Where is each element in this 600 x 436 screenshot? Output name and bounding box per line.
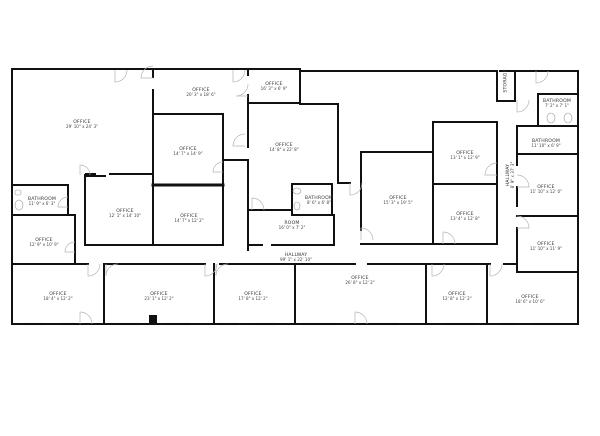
room-name: BATHROOM: [304, 196, 334, 202]
room-name: OFFICE: [150, 292, 168, 298]
room-name: OFFICE: [265, 82, 283, 88]
room-dimensions: 29' 10" x 24' 3": [66, 124, 98, 130]
room-dimensions: 16' 3" x 6' 9": [260, 86, 288, 92]
room-name: OFFICE: [73, 120, 91, 126]
room-dimensions: 8' 9" x 37' 3": [510, 161, 516, 189]
room-name: OFFICE: [192, 88, 210, 94]
room-name: BATHROOM: [27, 197, 57, 203]
room-name: OFFICE: [179, 147, 197, 153]
room-dimensions: 12' 1" x 14' 10": [109, 213, 141, 219]
room-dimensions: 26' 8" x 12' 2": [345, 280, 375, 286]
room-dimensions: 8' 6" x 6' 8": [306, 200, 332, 206]
room-dimensions: 23' 1" x 12' 2": [144, 296, 174, 302]
room-dimensions: 12' 8" x 12' 2": [442, 296, 472, 302]
room-name: OFFICE: [116, 209, 134, 215]
room-name: OFFICE: [35, 238, 53, 244]
room-dimensions: 14' 7" x 14' 9": [173, 151, 203, 157]
room-dimensions: 13' 4" x 12' 8": [450, 216, 480, 222]
room-dimensions: 13' 1" x 12' 9": [450, 155, 480, 161]
room-dimensions: 11' 9" x 6' 3": [28, 201, 56, 207]
room-dimensions: 11' 10" x 12' 0": [530, 189, 562, 195]
room-dimensions: 14' 8" x 22' 8": [269, 147, 299, 153]
room-dimensions: 18' 4" x 12' 2": [43, 296, 73, 302]
walls: [11, 68, 579, 325]
room-dimensions: 11' 10" x 11' 9": [530, 246, 562, 252]
room-name: OFFICE: [456, 212, 474, 218]
room-name: OFFICE: [389, 196, 407, 202]
room-dimensions: 7' 2" x 7' 1": [544, 103, 570, 109]
room-name: OFFICE: [180, 214, 198, 220]
room-name: OFFICE: [275, 143, 293, 149]
room-name: OFFICE: [537, 185, 555, 191]
fixtures: [14, 112, 573, 211]
room-name: ROOM: [284, 221, 300, 227]
room-name: OFFICE: [521, 295, 539, 301]
room-name: OFFICE: [456, 151, 474, 157]
room-dimensions: 14' 7" x 12' 2": [174, 218, 204, 224]
room-name: BATHROOM: [542, 99, 572, 105]
room-dimensions: 16' 0" x 7' 2": [278, 225, 306, 231]
room-dimensions: 15' 3" x 19' 5": [383, 200, 413, 206]
room-name: OFFICE: [351, 276, 369, 282]
doors: [57, 65, 549, 325]
room-dimensions: 17' 8" x 12' 2": [238, 296, 268, 302]
room-dimensions: 12' 9" x 10' 9": [29, 242, 59, 248]
room-name: OFFICE: [49, 292, 67, 298]
room-name: OFFICE: [537, 242, 555, 248]
room-dimensions: 18' 6" x 10' 6": [515, 299, 545, 305]
room-name: BATHROOM: [531, 139, 561, 145]
room-name: HALLWAY: [284, 253, 308, 259]
room-label-storage: STORAGE: [503, 69, 508, 92]
room-name: OFFICE: [244, 292, 262, 298]
room-name: STORAGE: [503, 69, 509, 93]
room-name: OFFICE: [448, 292, 466, 298]
room-dimensions: 20' 3" x 18' 6": [186, 92, 216, 98]
room-dimensions: 11' 10" x 6' 9": [531, 143, 561, 149]
room-dimensions: 99' 1" x 22' 10": [280, 257, 312, 263]
